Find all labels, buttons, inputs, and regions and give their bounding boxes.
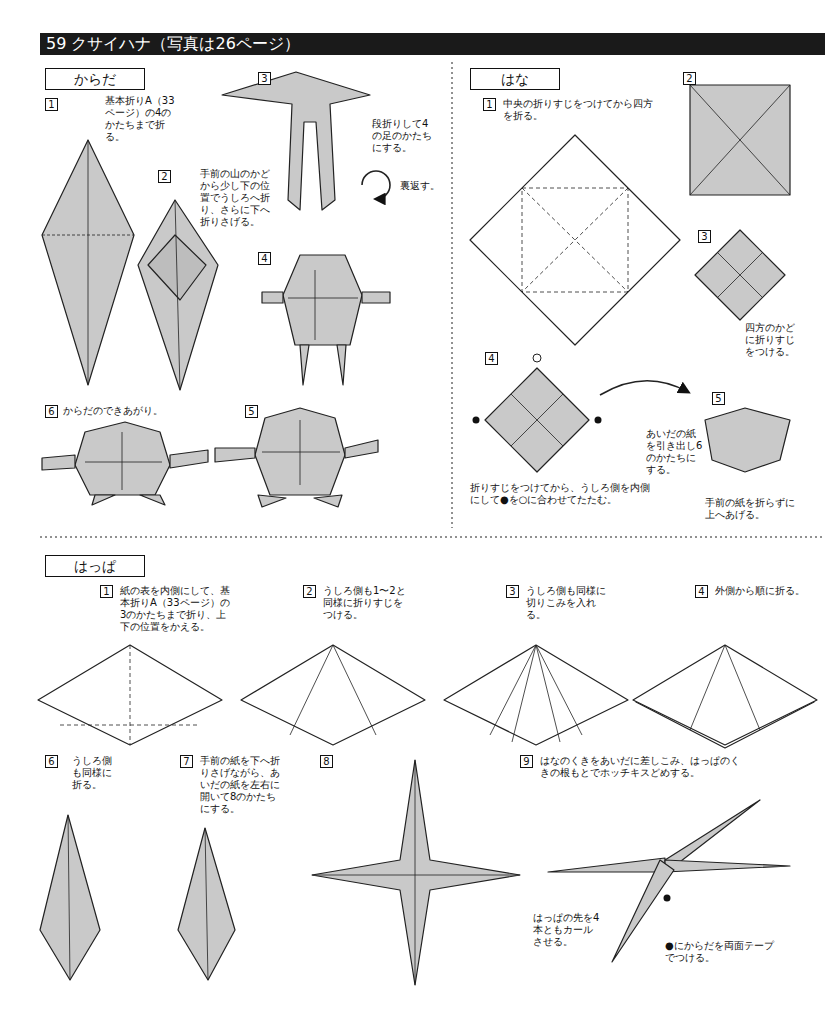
- step-text: 6: [48, 406, 55, 417]
- step-number: 8: [320, 755, 333, 768]
- section-header: はな: [470, 68, 560, 90]
- instruction-note: はっぱの先を4本ともカールさせる。: [533, 912, 601, 948]
- step-number: 2: [683, 72, 696, 85]
- step-text: 1: [486, 99, 493, 110]
- step-text: 5: [248, 406, 255, 417]
- step-number: 5: [712, 392, 725, 405]
- step-number: 4: [485, 352, 498, 365]
- instruction-note: 折りすじをつけてから、うしろ側を内側にして●を○に合わせてたたむ。: [470, 482, 655, 506]
- step-number: 1: [45, 98, 58, 111]
- step-number: 6: [45, 405, 58, 418]
- step-number: 5: [245, 405, 258, 418]
- step-text: 5: [715, 393, 722, 404]
- instruction-note: 中央の折りすじをつけてから四方を折る。: [503, 98, 653, 122]
- instruction-note: うしろ側も同様に切りこみを入れる。: [526, 585, 608, 621]
- step-number: 7: [180, 755, 193, 768]
- instruction-note: うしろ側も同様に折る。: [72, 755, 120, 791]
- step-text: 2: [161, 171, 168, 182]
- step-number: 4: [258, 252, 271, 265]
- instruction-note: 外側から順に折る。: [715, 585, 805, 597]
- instruction-note: 裏返す。: [400, 180, 450, 192]
- instruction-note: ●にからだを両面テープでつける。: [665, 940, 780, 964]
- step-text: 9: [523, 756, 530, 767]
- step-text: 3: [509, 586, 516, 597]
- step-text: 2: [686, 73, 693, 84]
- section-header: はっぱ: [45, 555, 145, 577]
- step-number: 3: [698, 230, 711, 243]
- instruction-note: はなのくきをあいだに差しこみ、はっぱのくきの根もとでホッチキスどめする。: [540, 755, 745, 779]
- step-number: 1: [100, 585, 113, 598]
- step-number: 4: [695, 585, 708, 598]
- step-text: 4: [698, 586, 705, 597]
- step-number: 3: [258, 72, 271, 85]
- header-text: はっぱ: [52, 557, 138, 575]
- header-text: からだ: [52, 70, 138, 88]
- header-text: はな: [477, 70, 553, 88]
- instruction-note: うしろ側も1〜2と同様に折りすじをつける。: [323, 585, 411, 621]
- instruction-note: 基本折りA（33ページ）の4のかたちまで折る。: [105, 95, 175, 143]
- step-text: 1: [103, 586, 110, 597]
- step-text: 4: [261, 253, 268, 264]
- instruction-note: あいだの紙を引き出し6のかたちにする。: [646, 428, 704, 476]
- step-text: 1: [48, 99, 55, 110]
- instruction-note: 手前の紙を折らずに上へあげる。: [705, 497, 795, 521]
- instruction-note: 紙の表を内側にして、基本折りA（33ページ）の3のかたちまで折り、上下の位置をか…: [120, 585, 232, 633]
- step-number: 1: [483, 98, 496, 111]
- step-text: 2: [306, 586, 313, 597]
- step-text: 4: [488, 353, 495, 364]
- step-text: 8: [323, 756, 330, 767]
- step-text: 7: [183, 756, 190, 767]
- step-text: 3: [701, 231, 708, 242]
- step-text: 6: [48, 756, 55, 767]
- instruction-note: 手前の紙を下へ折りさげながら、あいだの紙を左右に開いて8のかたちにする。: [200, 755, 282, 815]
- instruction-note: 手前の山のかどから少し下の位置でうしろへ折り、さらに下へ折りさげる。: [200, 168, 270, 228]
- instruction-note: 四方のかどに折りすじをつける。: [745, 322, 803, 358]
- step-number: 9: [520, 755, 533, 768]
- step-text: 3: [261, 73, 268, 84]
- step-number: 6: [45, 755, 58, 768]
- step-number: 3: [506, 585, 519, 598]
- section-header: からだ: [45, 68, 145, 90]
- step-number: 2: [158, 170, 171, 183]
- instruction-note: からだのできあがり。: [63, 405, 183, 417]
- step-number: 2: [303, 585, 316, 598]
- page-title: 59 クサイハナ（写真は26ページ）: [46, 34, 300, 54]
- instruction-note: 段折りして4の足のかたちにする。: [372, 118, 434, 154]
